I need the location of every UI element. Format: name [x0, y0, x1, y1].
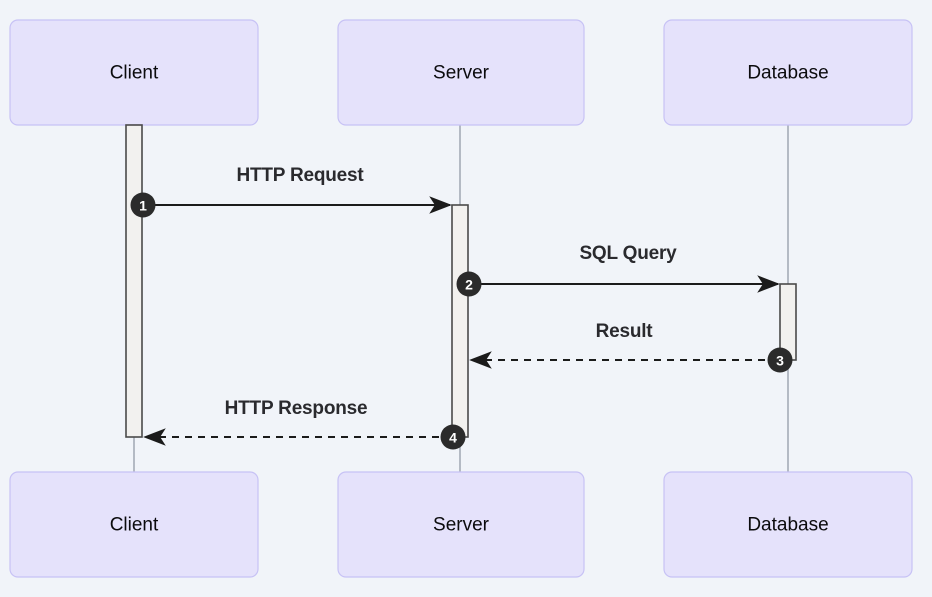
activation-bar-server — [451, 204, 469, 438]
participant-box-client-top[interactable]: Client — [9, 19, 259, 126]
sequence-marker-label: 4 — [449, 430, 457, 446]
participant-rect — [663, 471, 913, 578]
participant-box-server-top[interactable]: Server — [337, 19, 585, 126]
participant-label-database-bottom: Database — [747, 515, 828, 536]
participant-rect — [337, 471, 585, 578]
message-2-sql-query[interactable]: SQL Query 2 — [456, 243, 780, 297]
participant-rect — [9, 471, 259, 578]
participant-label-server-bottom: Server — [433, 515, 490, 536]
participant-label-database-top: Database — [747, 63, 828, 84]
sequence-marker-label: 2 — [465, 277, 473, 293]
activation-rect-server — [451, 204, 469, 438]
participant-label-client-top: Client — [110, 63, 159, 84]
sequence-marker-1: 1 — [130, 192, 156, 218]
sequence-marker-label: 1 — [139, 198, 147, 214]
sequence-marker-circle — [767, 347, 793, 373]
sequence-marker-2: 2 — [456, 271, 482, 297]
activation-bar-client — [125, 124, 143, 438]
message-label-sql-query: SQL Query — [579, 243, 677, 264]
sequence-marker-circle — [456, 271, 482, 297]
participant-rect — [663, 19, 913, 126]
participant-box-server-bottom[interactable]: Server — [337, 471, 585, 578]
message-label-http-request: HTTP Request — [236, 165, 364, 186]
message-3-result[interactable]: Result 3 — [469, 321, 793, 373]
activation-rect-client — [125, 124, 143, 438]
participant-label-client-bottom: Client — [110, 515, 159, 536]
participant-rect — [337, 19, 585, 126]
participant-label-server-top: Server — [433, 63, 490, 84]
sequence-marker-circle — [440, 424, 466, 450]
sequence-marker-circle — [130, 192, 156, 218]
sequence-marker-label: 3 — [776, 353, 784, 369]
sequence-marker-3: 3 — [767, 347, 793, 373]
sequence-marker-4: 4 — [440, 424, 466, 450]
participant-box-client-bottom[interactable]: Client — [9, 471, 259, 578]
participant-box-database-bottom[interactable]: Database — [663, 471, 913, 578]
message-4-http-response[interactable]: HTTP Response 4 — [143, 398, 466, 450]
message-1-http-request[interactable]: HTTP Request 1 — [130, 165, 452, 218]
participant-box-database-top[interactable]: Database — [663, 19, 913, 126]
message-label-http-response: HTTP Response — [225, 398, 368, 419]
message-label-result: Result — [596, 321, 654, 342]
